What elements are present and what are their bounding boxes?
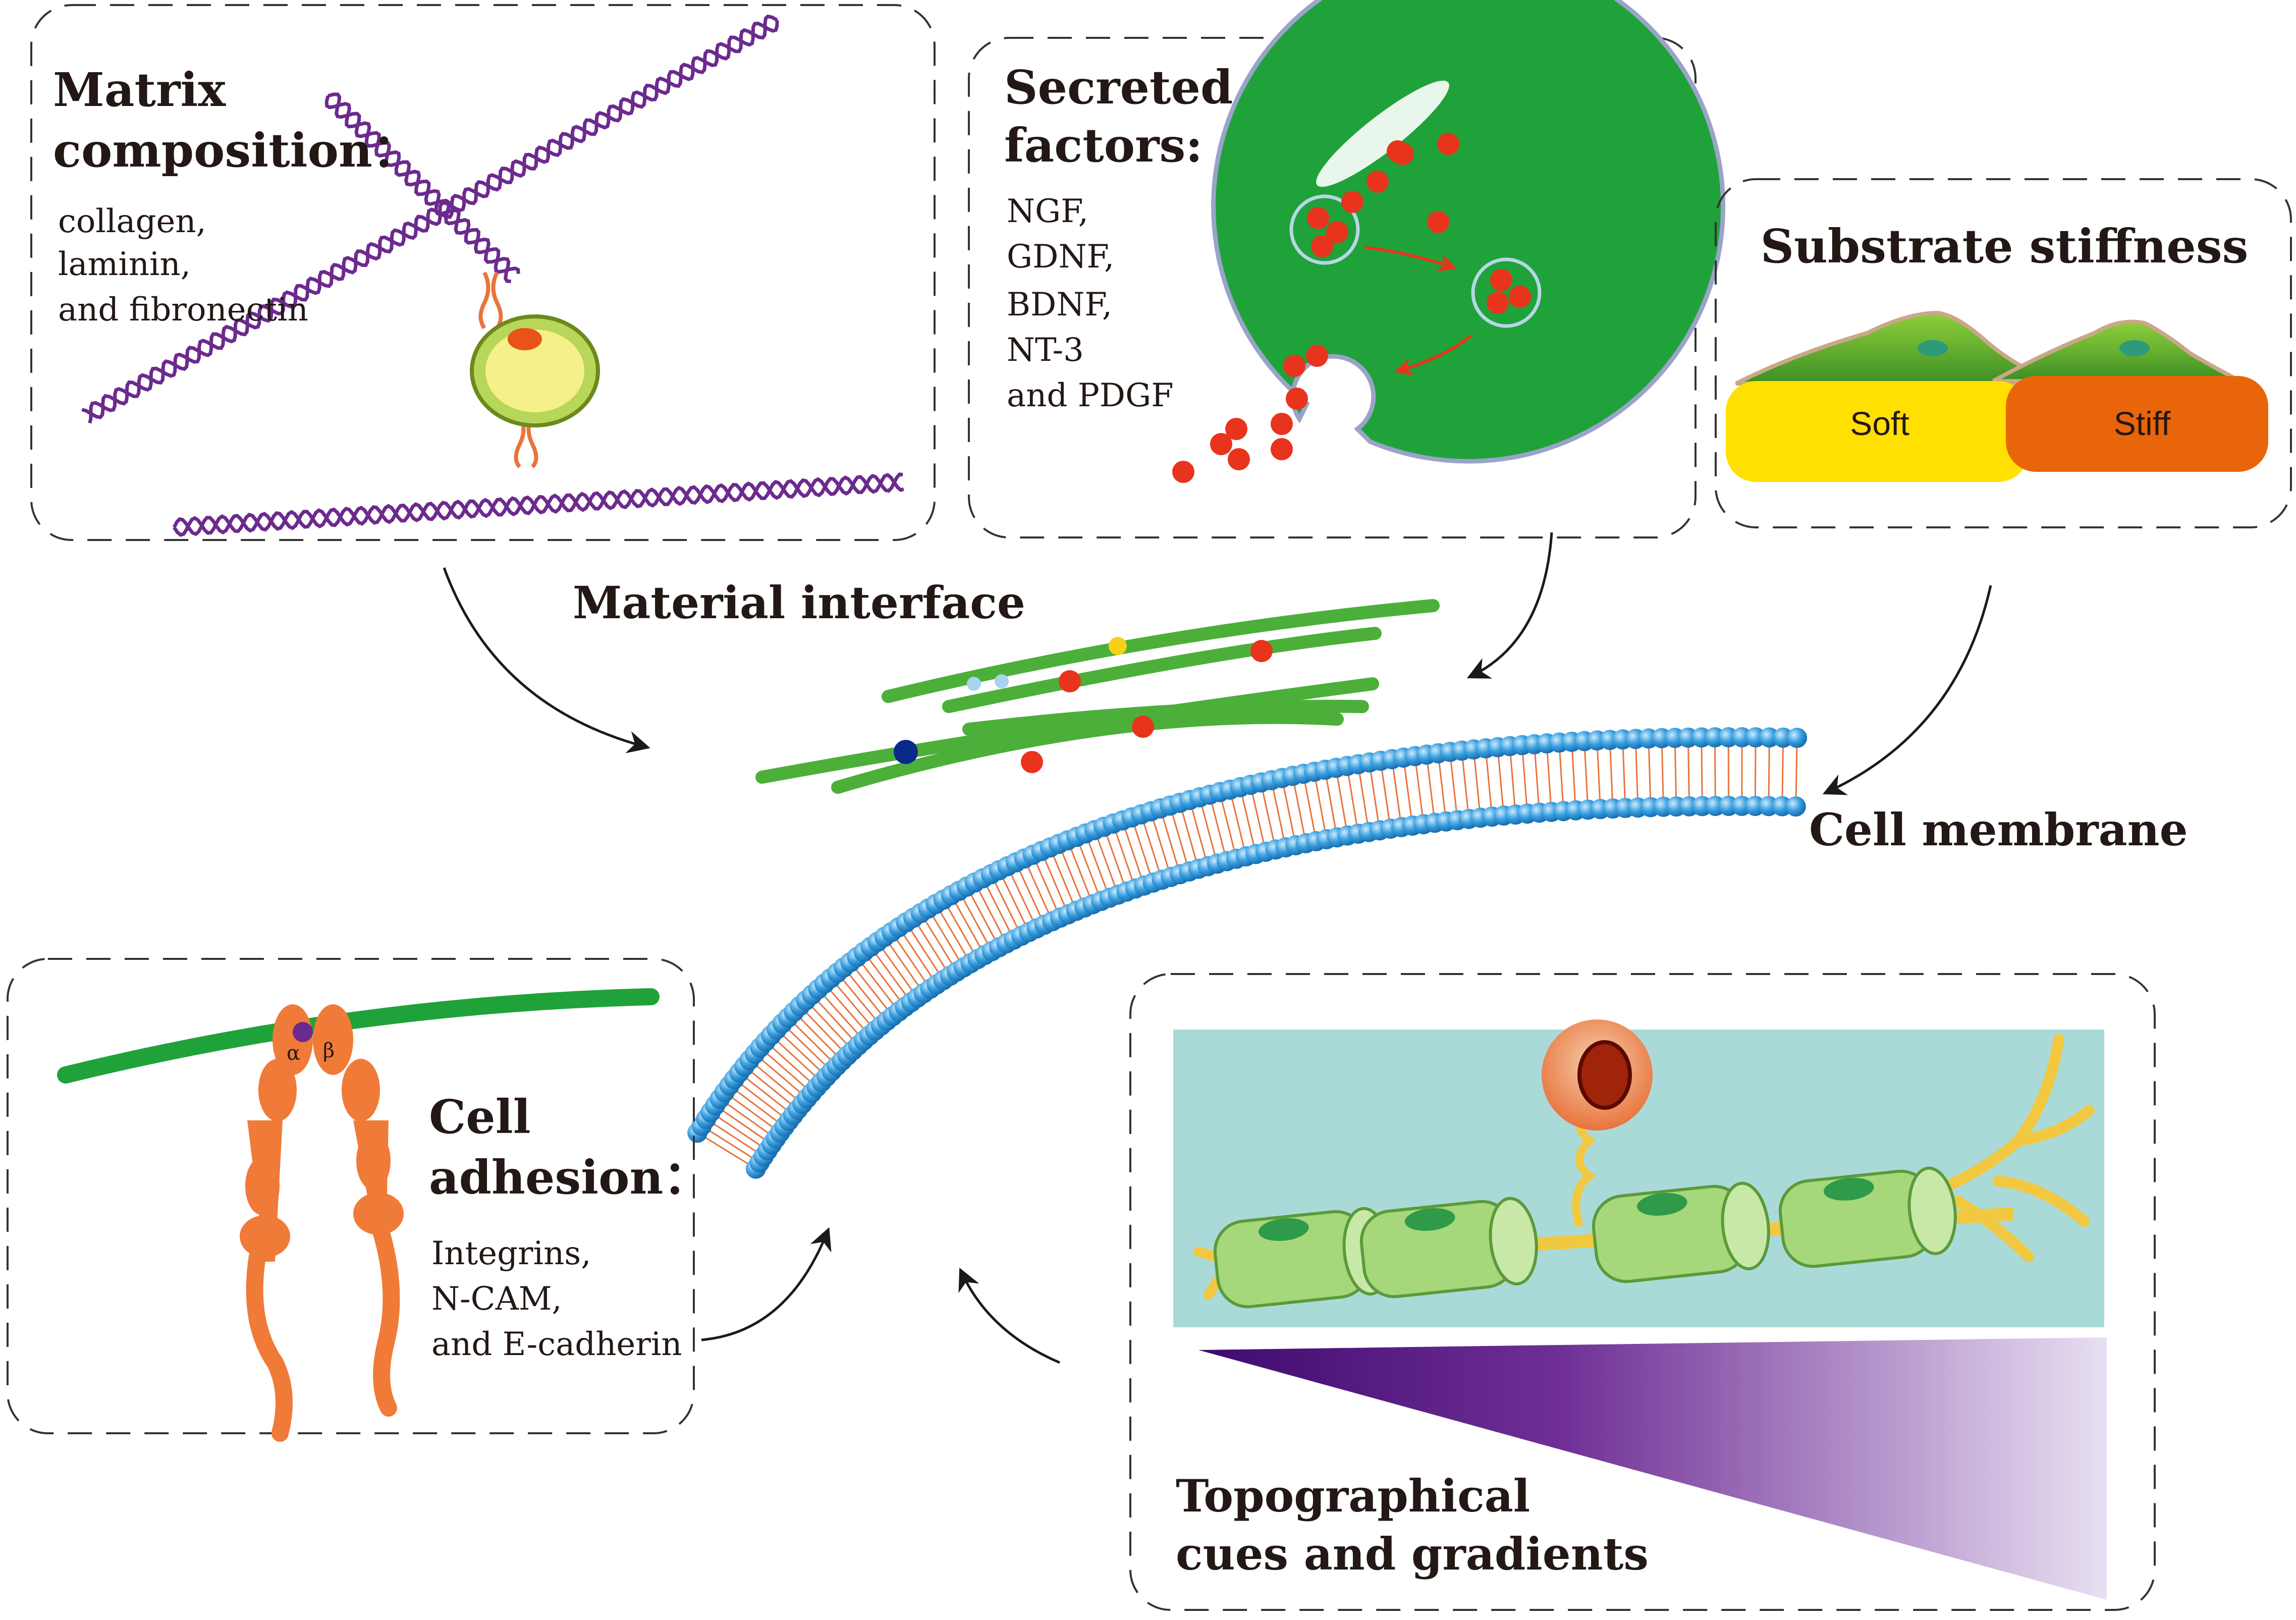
arrow-matrix-to-center xyxy=(443,567,650,753)
panel-substrate-stiffness: Substrate stiffness Soft Stiff xyxy=(1715,178,2292,528)
arrow-secreted-to-center xyxy=(1466,532,1553,679)
adhesion-item-integrins: Integrins, xyxy=(431,1235,591,1272)
arrow-adhesion-to-center xyxy=(701,1227,832,1341)
center-material-interface: Material interface Cell membrane xyxy=(573,576,2188,1179)
factor-bdnf: BDNF, xyxy=(1007,286,1112,323)
secreting-cell xyxy=(1211,0,1726,464)
ligand-binding-site xyxy=(293,1022,313,1042)
cell-cytoplasm xyxy=(485,330,584,412)
collagen-fiber-2 xyxy=(81,14,779,424)
soft-substrate xyxy=(1726,381,2029,482)
factor-gdnf: GDNF, xyxy=(1007,238,1114,276)
adhesion-item-ecadherin: and E-cadherin xyxy=(431,1326,682,1363)
cell-membrane-label: Cell membrane xyxy=(1809,803,2188,856)
vesicle-1 xyxy=(1289,194,1360,265)
soft-cell-nucleus xyxy=(1918,340,1948,356)
material-fibers xyxy=(755,599,1440,794)
ecm-fiber xyxy=(57,988,660,1084)
factor-nt3: NT-3 xyxy=(1007,332,1084,369)
adhesion-item-ncam: N-CAM, xyxy=(431,1280,562,1318)
neuron-nucleus xyxy=(1577,1040,1632,1110)
alpha-subunit-label: α xyxy=(287,1042,300,1065)
cell-on-stiff xyxy=(1992,319,2242,383)
stiffness-panel-border xyxy=(1715,178,2292,528)
material-interface-label: Material interface xyxy=(573,576,1025,629)
arrows xyxy=(443,532,1992,1364)
beta-tail xyxy=(372,1223,400,1417)
adsorbed-molecules xyxy=(894,637,1273,773)
cell-anchor-links xyxy=(478,272,538,468)
topography-title-line1: Topographical xyxy=(1176,1470,1530,1522)
transport-arrow-2 xyxy=(1394,334,1472,376)
topography-title-line2: cues and gradients xyxy=(1176,1528,1649,1580)
matrix-item-fibronectin: and fibronectin xyxy=(58,291,308,329)
cell-nucleus xyxy=(508,328,542,350)
secreted-title-line2: factors: xyxy=(1004,118,1202,173)
collagen-fiber-1 xyxy=(324,92,520,283)
stiff-label: Stiff xyxy=(2114,405,2171,442)
secreted-factor-particles xyxy=(1172,133,1531,483)
arrow-stiffness-to-membrane xyxy=(1822,585,1992,795)
panel-matrix-composition: Matrix composition： collagen, laminin, a… xyxy=(30,4,936,541)
panel-topographical-cues: Topographical cues and gradients xyxy=(1129,973,2156,1611)
matrix-title-line2: composition： xyxy=(53,123,419,178)
panel-secreted-factors: Secreted factors: NGF, GDNF, BDNF, NT-3 … xyxy=(968,0,1726,538)
vesicle-2 xyxy=(1471,257,1542,328)
beta-subunit-label: β xyxy=(323,1039,335,1062)
stiff-cell-nucleus xyxy=(2119,340,2150,356)
cell-membrane-bilayer xyxy=(687,727,1808,1179)
schwann-cells xyxy=(1213,1166,1957,1309)
adhesion-panel-border xyxy=(7,958,695,1434)
factor-ngf: NGF, xyxy=(1007,193,1088,230)
alpha-tail xyxy=(246,1248,293,1442)
topography-panel-border xyxy=(1129,973,2156,1611)
adhesion-title-line1: Cell xyxy=(429,1090,531,1144)
growth-cone xyxy=(1872,1034,2095,1262)
matrix-item-collagen: collagen, xyxy=(58,203,206,240)
matrix-title-line1: Matrix xyxy=(53,63,226,117)
cell-on-soft xyxy=(1735,310,2060,386)
secreted-title-line1: Secreted xyxy=(1004,60,1233,115)
stiffness-title: Substrate stiffness xyxy=(1761,219,2249,274)
soft-label: Soft xyxy=(1850,405,1909,442)
collagen-fiber-3 xyxy=(172,472,904,537)
gradient-wedge xyxy=(1198,1337,2107,1600)
arrow-topography-to-center xyxy=(958,1267,1060,1364)
matrix-item-laminin: laminin, xyxy=(58,246,191,283)
factor-pdgf: and PDGF xyxy=(1007,377,1174,414)
adhesion-title-line2: adhesion： xyxy=(429,1150,709,1205)
transport-arrow-1 xyxy=(1364,246,1457,272)
cell-highlight xyxy=(1316,80,1449,187)
stiff-substrate xyxy=(2006,376,2268,472)
matrix-panel-border xyxy=(30,4,936,541)
panel-cell-adhesion: α β Cell adhesion： Integrins, N-CAM, and… xyxy=(7,958,709,1442)
